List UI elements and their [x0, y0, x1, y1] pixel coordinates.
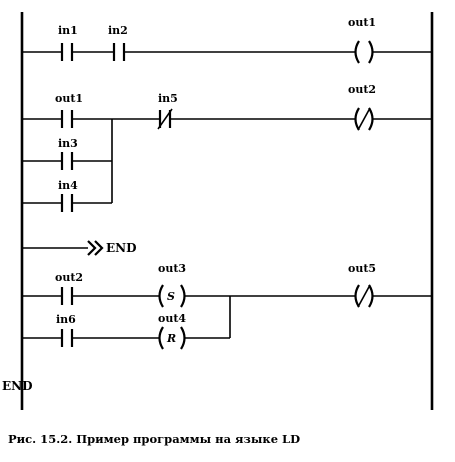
coil-label-out2: out2: [348, 83, 376, 96]
jump-target-label: END: [106, 241, 137, 255]
coil-set-letter: S: [167, 290, 175, 303]
rung-2: out1 in5 in3 in4 o: [22, 83, 432, 212]
contact-label-in4: in4: [58, 179, 78, 192]
contact-label-out1: out1: [55, 92, 83, 105]
contact-label-in2: in2: [108, 24, 128, 37]
coil-label-out1: out1: [348, 16, 376, 29]
coil-label-out5: out5: [348, 262, 376, 275]
coil-out2-negated: out2: [348, 83, 376, 131]
coil-out5-negated: out5: [348, 262, 376, 308]
jump-arrow-icon: [87, 240, 97, 256]
rung-4: out2 S out3 in6 R out4 out5: [22, 262, 432, 350]
coil-reset-letter: R: [166, 332, 176, 345]
rung-3-jump: END: [22, 240, 137, 256]
rung-1: in1 in2 out1: [22, 16, 432, 64]
contact-label-in6: in6: [56, 313, 76, 326]
contact-in2: in2: [108, 24, 128, 61]
contact-in6: in6: [56, 313, 76, 347]
coil-out4-reset: R out4: [158, 312, 186, 350]
contact-label-in1: in1: [58, 24, 78, 37]
coil-label-out4: out4: [158, 312, 186, 325]
contact-label-in3: in3: [58, 137, 78, 150]
contact-out2: out2: [55, 271, 83, 305]
coil-out3-set: S out3: [158, 262, 186, 308]
coil-label-out3: out3: [158, 262, 186, 275]
program-end-label: END: [2, 379, 33, 393]
contact-in4: in4: [58, 179, 78, 212]
contact-in1: in1: [58, 24, 78, 61]
contact-in5-negated: in5: [157, 92, 178, 130]
contact-label-out2: out2: [55, 271, 83, 284]
contact-out1: out1: [55, 92, 83, 128]
contact-label-in5: in5: [158, 92, 178, 105]
contact-in3: in3: [58, 137, 78, 170]
coil-out1: out1: [348, 16, 376, 64]
figure-caption: Рис. 15.2. Пример программы на языке LD: [8, 432, 300, 446]
